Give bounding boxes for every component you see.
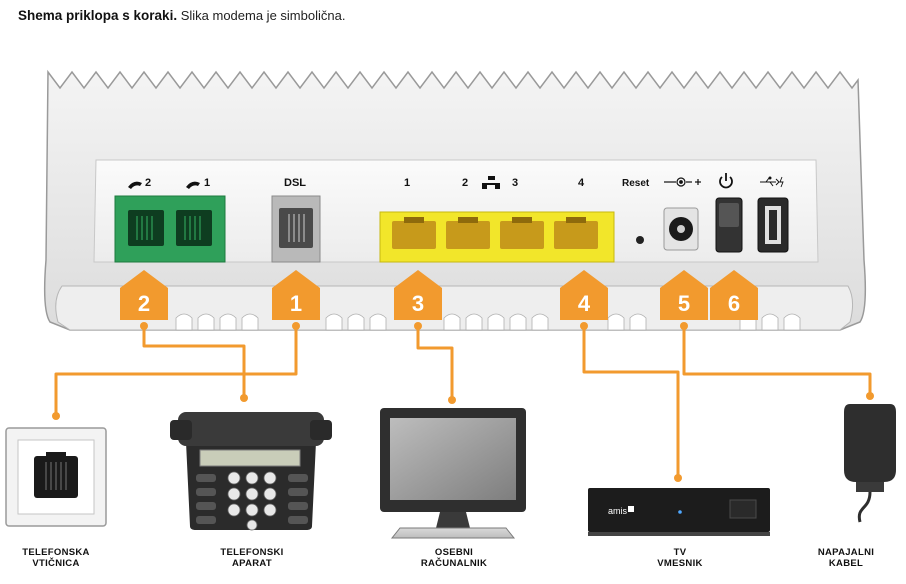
step-6-marker: 6 (710, 270, 758, 320)
usb-port (757, 197, 789, 253)
phone-ports (114, 195, 226, 263)
cable-endpoints (52, 322, 874, 482)
modem: 2 1 DSL 1 2 3 4 Reset (43, 69, 867, 331)
step-1-marker: 1 (272, 270, 320, 320)
power-switch (715, 197, 743, 253)
cable-power (682, 326, 872, 396)
label-power-adapter: NAPAJALNI KABEL (817, 547, 875, 569)
step-2-marker: 2 (120, 270, 168, 320)
phone1-port-label: 1 (204, 177, 210, 189)
caption-title: Shema priklopa s koraki. (18, 8, 178, 23)
power-adapter (844, 404, 896, 523)
step-3-marker: 3 (394, 270, 442, 320)
network-icon (482, 176, 500, 189)
label-telephone-apparatus: TELEFONSKI APARAT (220, 547, 284, 569)
tv-set-top-box: amis (588, 488, 770, 536)
lan4-port-label: 4 (578, 177, 585, 189)
power-switch-icon (719, 173, 733, 189)
dsl-port (271, 195, 321, 263)
wall-socket (5, 427, 107, 527)
svg-text:1: 1 (290, 291, 302, 316)
cable-phone-apparatus (142, 326, 246, 398)
svg-text:4: 4 (578, 291, 591, 316)
dc-power-icon (664, 177, 701, 187)
reset-hole (636, 236, 644, 244)
svg-text:3: 3 (412, 291, 424, 316)
label-tv-box: TV VMESNIK (657, 547, 703, 569)
dc-jack (663, 207, 699, 251)
stb-logo-mark (628, 506, 634, 512)
figure-caption: Shema priklopa s koraki. Slika modema je… (18, 8, 345, 23)
usb-icon (760, 176, 784, 188)
cables (54, 326, 872, 478)
cable-computer (416, 326, 454, 400)
caption-note: Slika modema je simbolična. (180, 8, 346, 23)
svg-text:5: 5 (678, 291, 690, 316)
cable-wall-socket (54, 326, 298, 416)
lan-ports (379, 211, 615, 263)
dsl-port-label: DSL (284, 177, 306, 189)
phone1-handset-icon (186, 181, 200, 189)
telephone-apparatus (170, 412, 332, 531)
label-wall-socket: TELEFONSKA VTIČNICA (22, 547, 90, 569)
phone2-handset-icon (128, 181, 142, 189)
stb-brand-logo: amis (608, 506, 628, 516)
lan3-port-label: 3 (512, 177, 518, 189)
phone2-port-label: 2 (145, 177, 151, 189)
reset-label: Reset (622, 178, 650, 189)
svg-text:2: 2 (138, 291, 150, 316)
step-5-marker: 5 (660, 270, 708, 320)
computer-monitor (380, 408, 526, 539)
svg-text:6: 6 (728, 291, 740, 316)
vent-slots (175, 313, 801, 331)
step-markers: 2 1 3 4 5 6 (120, 270, 758, 320)
step-4-marker: 4 (560, 270, 608, 320)
lan1-port-label: 1 (404, 177, 410, 189)
cable-tv-box (582, 326, 680, 478)
lan2-port-label: 2 (462, 177, 468, 189)
label-computer: OSEBNI RAČUNALNIK (420, 547, 488, 569)
